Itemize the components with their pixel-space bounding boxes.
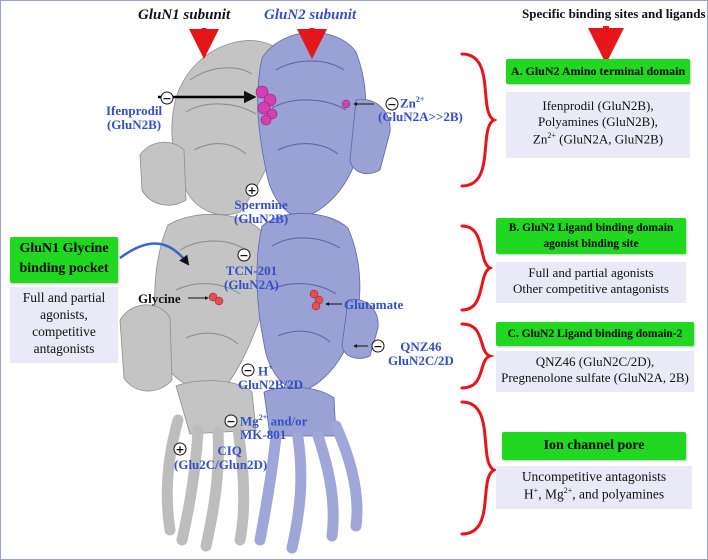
panel-c-description: QNZ46 (GluN2C/2D), Pregnenolone sulfate …	[496, 351, 694, 392]
ifenprodil-ligand	[255, 85, 278, 126]
mg-mk801-label: Mg2+ and/or MK-801	[240, 413, 308, 442]
spermine-sign: +	[247, 184, 256, 197]
glun2-protein	[256, 32, 391, 437]
panel-a-description: Ifenprodil (GluN2B), Polyamines (GluN2B)…	[506, 92, 690, 158]
proton-label: H+ GluN2B/2D	[238, 363, 304, 392]
glun1-detail-strokes	[175, 67, 257, 345]
panel-b-description: Full and partial agonists Other competit…	[496, 262, 686, 303]
glutamate-ligand	[309, 289, 324, 311]
spermine-label: Spermine(GluN2B)	[234, 197, 289, 226]
ifenprodil-sign: −	[162, 92, 171, 105]
ifenprodil-label: Ifenprodil(GluN2B)	[106, 103, 163, 132]
ciq-label: CIQ(Glu2C/Glun2D)	[174, 443, 268, 472]
tcn201-label: TCN-201(GluN2A)	[224, 263, 279, 292]
brace-a	[460, 52, 498, 188]
zn-label: Zn2+ (GluN2A>>2B)	[378, 95, 463, 124]
proton-sign: −	[243, 364, 252, 377]
brace-b	[460, 224, 494, 312]
tcn-charge-circle	[237, 248, 251, 262]
panel-a-title: A. GluN2 Amino terminal domain	[506, 59, 690, 84]
brace-d	[460, 400, 498, 536]
ifenprodil-charge-circle	[160, 91, 174, 105]
brace-c	[460, 322, 495, 390]
ciq-sign: +	[175, 443, 184, 456]
glycine-pocket-description: Full and partial agonists, competitive a…	[10, 287, 118, 363]
glun2-subunit-label: GluN2 subunit	[264, 7, 357, 23]
panel-d-description: Uncompetitive antagonists H+, Mg2+, and …	[496, 466, 692, 509]
tcn-sign: −	[239, 249, 248, 262]
glutamate-label: Glutamate	[344, 297, 404, 312]
mg-charge-circle	[224, 414, 238, 428]
panel-d-title: Ion channel pore	[502, 432, 686, 460]
zn-ligand	[341, 99, 351, 109]
qnz-charge-circle	[371, 339, 385, 353]
glycine-label: Glycine	[138, 291, 181, 306]
glun1-helices	[161, 414, 250, 552]
ciq-charge-circle	[173, 442, 187, 456]
zn-sign: −	[387, 98, 396, 111]
panel-c-title: C. GluN2 Ligand binding domain-2	[496, 322, 694, 346]
proton-charge-circle	[241, 363, 255, 377]
binding-sites-title: Specific binding sites and ligands	[522, 6, 706, 21]
spermine-charge-circle	[245, 183, 259, 197]
glun2-detail-strokes	[269, 60, 347, 343]
glun2-helices	[254, 420, 363, 554]
qnz-sign: −	[373, 340, 382, 353]
zn-charge-circle	[385, 97, 399, 111]
glycine-pocket-curved-arrow	[119, 242, 190, 266]
glycine-ligand	[208, 292, 224, 306]
mg-sign: −	[226, 415, 235, 428]
glun1-subunit-label: GluN1 subunit	[138, 7, 231, 23]
